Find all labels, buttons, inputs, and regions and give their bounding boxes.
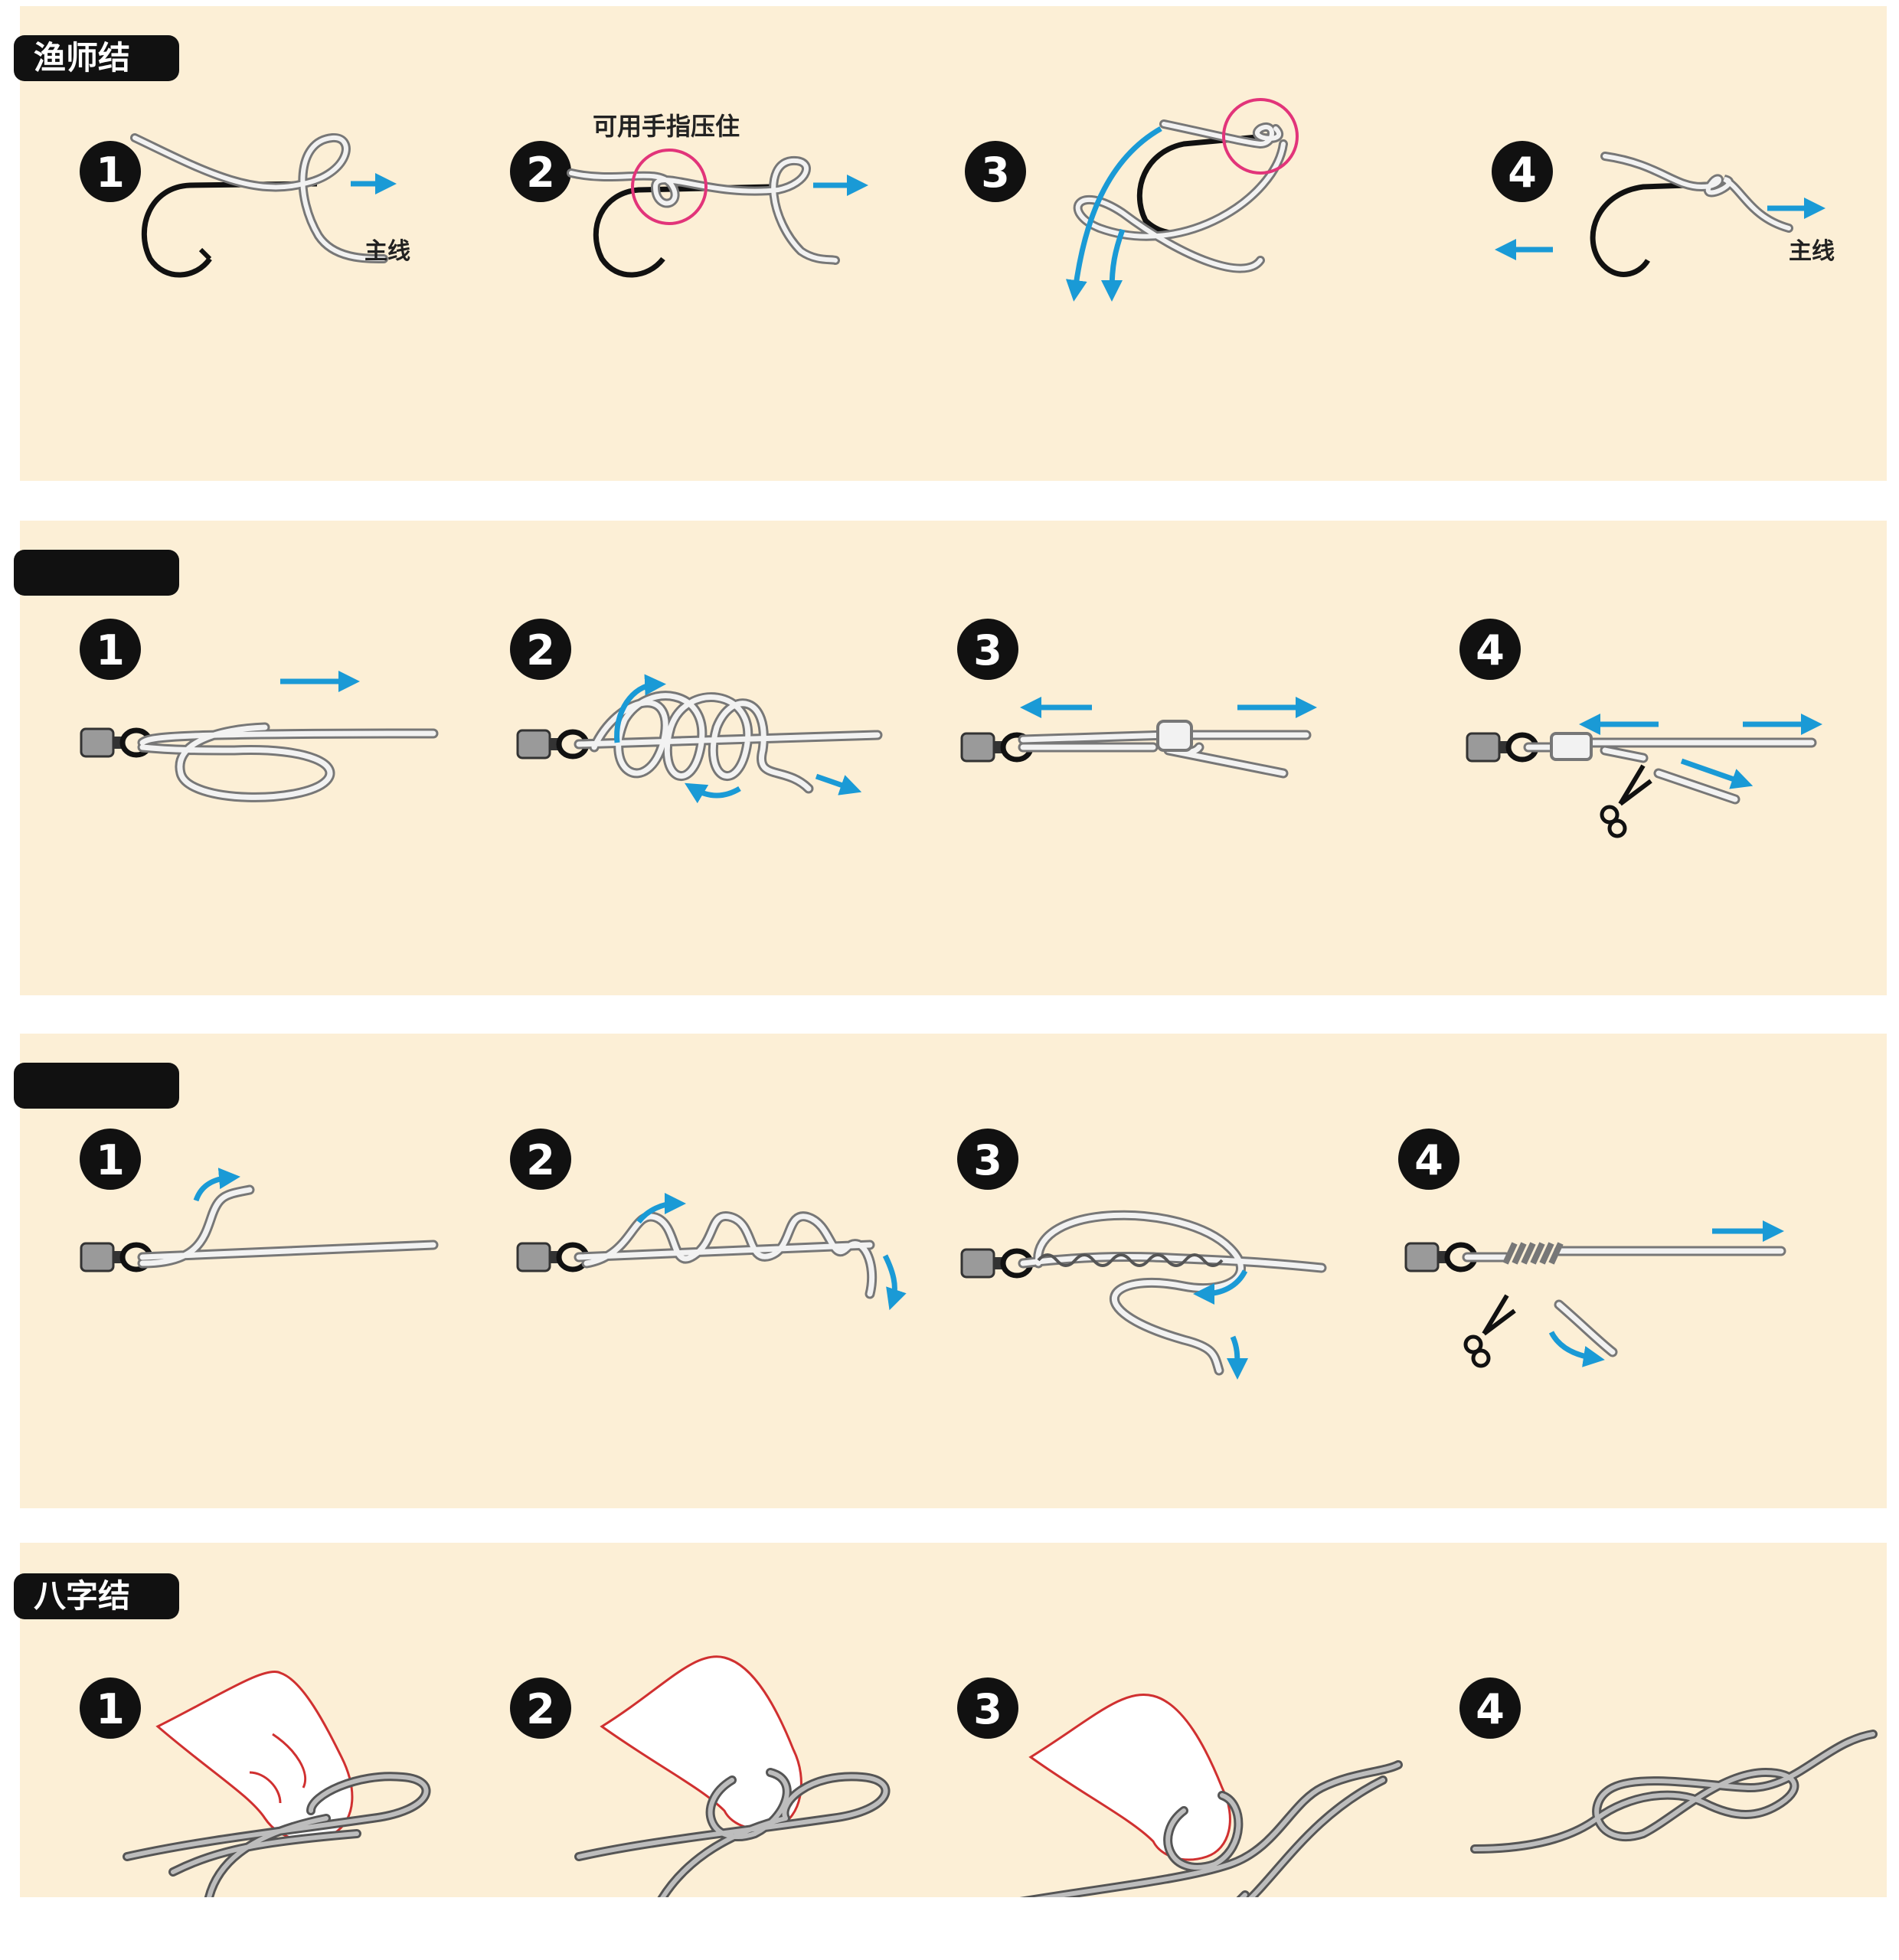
step-number: 2: [526, 1136, 555, 1184]
step-number: 3: [973, 1685, 1002, 1733]
step-2-number-badge: 2: [510, 1677, 571, 1739]
step-1-number-badge: 1: [80, 1129, 141, 1190]
section-figure-eight-knot: 八字结 1 2 3 4: [14, 1543, 1887, 1897]
scissors-icon: [1463, 1294, 1516, 1368]
step-number: 4: [1476, 626, 1505, 675]
step-3-number-badge: 3: [957, 1129, 1018, 1190]
section-4-illustration: 1 2 3 4: [80, 1655, 1878, 1897]
step-number: 1: [96, 149, 125, 197]
step-4-number-badge: 4: [1492, 141, 1553, 202]
section-title: 八字结: [14, 1573, 179, 1619]
step-number: 3: [981, 149, 1010, 197]
step-2-number-badge: 2: [510, 619, 571, 680]
step-number: 1: [96, 626, 125, 675]
fishing-hook-icon: [1590, 181, 1733, 277]
highlight-circle: [631, 149, 708, 225]
main-line-label: 主线: [364, 238, 410, 265]
section-3-illustration: 1 2 3 4: [20, 1129, 1786, 1380]
fishing-hook-icon: [593, 184, 771, 278]
step-3-number-badge: 3: [957, 1677, 1018, 1739]
step-2-number-badge: 2: [510, 1129, 571, 1190]
step-number: 2: [526, 626, 555, 675]
main-line-label: 主线: [1789, 238, 1835, 265]
fishing-hook-icon: [141, 181, 318, 278]
step-4-number-badge: 4: [1459, 619, 1521, 680]
step-number: 1: [96, 1136, 125, 1184]
step-3-number-badge: 3: [965, 141, 1026, 202]
scissors-icon: [1600, 764, 1652, 838]
section-fisherman-knot: 渔师结 1 2 3 4 主线 可用手指压住: [14, 6, 1887, 481]
step-4-number-badge: 4: [1459, 1677, 1521, 1739]
step-1-number-badge: 1: [80, 1677, 141, 1739]
step-1-number-badge: 1: [80, 141, 141, 202]
step-1-number-badge: 1: [80, 619, 141, 680]
highlight-circle: [1222, 98, 1299, 175]
section-knot-2: 1 2 3 4: [14, 521, 1887, 995]
step-number: 4: [1476, 1685, 1505, 1733]
hand-icon: [155, 1671, 354, 1842]
section-title: 渔师结: [14, 35, 179, 81]
step-number: 2: [526, 149, 555, 197]
section-knot-3: 1 2 3 4: [14, 1034, 1887, 1508]
press-with-finger-label: 可用手指压住: [593, 112, 740, 141]
hand-icon: [600, 1655, 802, 1831]
section-title: [14, 550, 179, 596]
step-number: 3: [973, 626, 1002, 675]
hand-icon: [1028, 1694, 1231, 1861]
step-number: 3: [973, 1136, 1002, 1184]
step-number: 4: [1508, 149, 1537, 197]
step-2-number-badge: 2: [510, 141, 571, 202]
step-number: 4: [1414, 1136, 1443, 1184]
section-2-illustration: 1 2 3 4: [20, 619, 1822, 838]
step-number: 1: [96, 1685, 125, 1733]
section-1-illustration: 1 2 3 4 主线 可用手指压住: [80, 98, 1835, 302]
step-number: 2: [526, 1685, 555, 1733]
step-4-number-badge: 4: [1398, 1129, 1459, 1190]
section-title: [14, 1063, 179, 1109]
step-3-number-badge: 3: [957, 619, 1018, 680]
